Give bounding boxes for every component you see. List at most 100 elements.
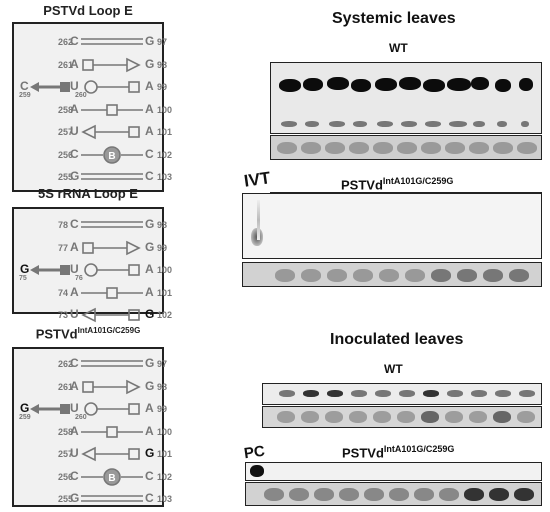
systemic-wt-smear [497, 121, 507, 127]
left-base: C [70, 146, 79, 161]
right-base: A [145, 262, 154, 276]
right-position: 98 [157, 59, 168, 70]
right-base: G [145, 56, 155, 71]
systemic-wt-label: WT [389, 41, 408, 55]
left-position: 256 [58, 149, 74, 160]
bcircle-bond-symbol: B [81, 145, 143, 164]
inoculated-mutant-blot [245, 462, 542, 481]
inoculated-wt-loading-band [301, 411, 319, 423]
inoculated-mutant-loading-band [264, 488, 284, 501]
left-position: 77 [58, 242, 69, 253]
tri-right-bond-symbol [82, 57, 141, 72]
left-base: C [70, 356, 79, 370]
bcircle-bond-symbol: B [81, 467, 143, 486]
left-base: C [70, 217, 79, 231]
left-base: U [70, 401, 79, 415]
panel-title: PSTVd Loop E [8, 3, 168, 18]
systemic-wt-loading-band [421, 142, 441, 154]
inoculated-wt-band [447, 390, 463, 397]
systemic-wt-smear [353, 121, 367, 127]
inoculated-wt-loading-band [325, 411, 343, 423]
left-base: A [70, 284, 79, 299]
panel-title-main: 5S rRNA Loop E [38, 186, 138, 201]
inoculated-mutant-loading-band [489, 488, 509, 501]
systemic-wt-smear [449, 121, 467, 127]
right-base: G [145, 356, 155, 370]
left-base: A [70, 101, 79, 116]
left-base: C [70, 34, 79, 48]
extruded-position: 259 [19, 92, 31, 99]
left-position: 262 [58, 37, 74, 47]
right-position: 103 [157, 494, 173, 504]
panel-title-main: PSTVd Loop E [43, 3, 133, 18]
systemic-wt-band [471, 77, 489, 90]
right-position: 102 [157, 310, 173, 320]
inoculated-wt-blot [262, 383, 542, 405]
extruded-base: G [20, 262, 30, 276]
left-base: A [70, 423, 79, 438]
systemic-wt-loading-band [517, 142, 537, 154]
right-base: A [145, 101, 154, 116]
circle-sq-bond-symbol [84, 263, 140, 277]
inoculated-wt-loading-band [349, 411, 367, 423]
right-base: G [145, 34, 155, 48]
systemic-title: Systemic leaves [332, 10, 456, 27]
inoculated-mutant-loading-band [514, 488, 534, 501]
systemic-mutant-loading-band [301, 269, 321, 282]
right-base: G [145, 239, 155, 254]
sq-mid-bond-symbol [81, 425, 143, 438]
systemic-wt-smear [473, 121, 485, 127]
systemic-wt-loading-band [493, 142, 513, 154]
right-position: 99 [157, 82, 168, 92]
systemic-mutant-loading-band [327, 269, 347, 282]
systemic-wt-band [495, 79, 511, 92]
left-base: A [70, 239, 79, 254]
right-position: 101 [157, 127, 173, 137]
inoculated-wt-loading-band [445, 411, 463, 423]
arrow-left-icon [30, 82, 70, 92]
inoculated-wt-loading-band [469, 411, 487, 423]
inoculated-wt-band [303, 390, 319, 397]
inoculated-wt-loading [262, 406, 542, 428]
inoculated-mutant-loading-band [439, 488, 459, 501]
systemic-mutant-label: PSTVdIntA101G/C259G [341, 176, 454, 193]
inoculated-mutant-loading-band [364, 488, 384, 501]
left-base: U [70, 446, 79, 460]
double-bond-symbol [81, 38, 143, 45]
left-position: 258 [58, 104, 74, 115]
arrow-left-icon [30, 404, 70, 414]
systemic-wt-smear [521, 121, 529, 127]
right-base: G [145, 217, 155, 231]
circle-sq-bond-symbol [84, 402, 140, 416]
double-bond-symbol [81, 221, 143, 228]
right-base: G [145, 307, 155, 321]
systemic-wt-band [375, 78, 397, 91]
panel-title: PSTVdIntA101G/C259G [8, 326, 168, 341]
left-position: 74 [58, 287, 69, 298]
systemic-mutant-loading-band [509, 269, 529, 282]
right-base: A [145, 124, 154, 138]
inoculated-wt-band [351, 390, 367, 397]
right-base: A [145, 284, 154, 299]
inoculated-mutant-loading [245, 482, 542, 506]
right-base: A [145, 423, 154, 438]
tri-left-sq-bond-symbol [81, 124, 140, 140]
right-base: G [145, 446, 155, 460]
left-position: 261 [58, 59, 74, 70]
ivt-label: IVT [242, 168, 272, 191]
systemic-wt-smear [305, 121, 319, 127]
inoculated-wt-band [279, 390, 295, 397]
left-base: G [70, 169, 80, 183]
inoculated-wt-loading-band [397, 411, 415, 423]
inoculated-wt-band [423, 390, 439, 397]
panel-title-sup: IntA101G/C259G [77, 326, 141, 335]
inoculated-wt-band [375, 390, 391, 397]
extruded-base: C [20, 79, 29, 93]
inoculated-wt-band [519, 390, 535, 397]
b-marker-label: B [108, 151, 115, 162]
systemic-mutant-loading-band [431, 269, 451, 282]
